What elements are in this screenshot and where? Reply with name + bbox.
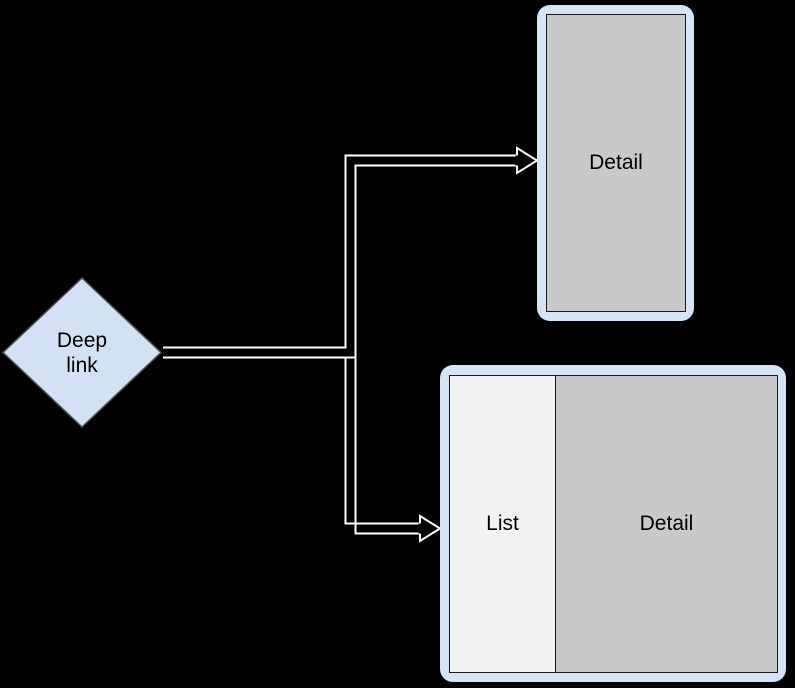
split-detail-pane-label: Detail (639, 512, 694, 535)
split-detail-pane: Detail (556, 376, 777, 672)
diamond-shape (2, 277, 162, 428)
edge-deep-link-to-list-detail (344, 357, 442, 543)
node-deep-link[interactable]: Deep link (2, 277, 162, 428)
list-pane-label: List (486, 512, 519, 535)
node-detail-screen[interactable]: Detail (537, 5, 694, 321)
edge-line-list-detail-shadow (354, 357, 420, 535)
arrowhead-icon-detail (516, 146, 539, 175)
edge-deep-link-to-detail (163, 146, 539, 359)
list-detail-screen-inner: List Detail (449, 375, 778, 673)
detail-screen-inner: Detail (546, 14, 686, 312)
detail-pane: Detail (547, 15, 685, 311)
node-list-detail-screen[interactable]: List Detail (440, 365, 786, 682)
edge-line-list-detail (344, 357, 420, 525)
list-pane: List (450, 376, 556, 672)
edge-line-detail-shadow (163, 164, 517, 359)
arrowhead-icon-list-detail (419, 514, 442, 543)
edge-line-detail (163, 154, 517, 349)
detail-pane-label: Detail (589, 151, 643, 174)
